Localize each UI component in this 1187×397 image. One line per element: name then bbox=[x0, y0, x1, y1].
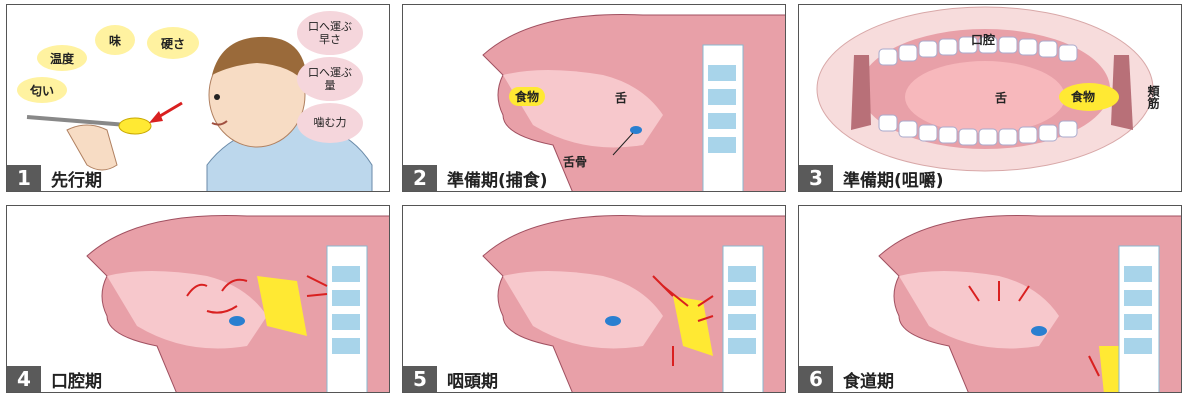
bubble-amount: 口へ運ぶ量 bbox=[297, 57, 363, 101]
head-cross-section bbox=[7, 206, 390, 393]
food-label: 食物 bbox=[1065, 87, 1101, 106]
caption: 4 口腔期 bbox=[7, 366, 389, 392]
stage-title: 口腔期 bbox=[51, 367, 102, 392]
tongue-label: 舌 bbox=[995, 89, 1007, 106]
caption: 1 先行期 bbox=[7, 165, 389, 191]
stage-number: 4 bbox=[7, 366, 41, 392]
bubble-temperature: 温度 bbox=[37, 45, 87, 71]
stage-number: 3 bbox=[799, 165, 833, 191]
panel-preparatory-intake: 食物 舌 舌骨 2 準備期(捕食) bbox=[402, 4, 786, 192]
head-cross-section bbox=[403, 5, 786, 192]
caption: 2 準備期(捕食) bbox=[403, 165, 785, 191]
bubble-bite-force: 噛む力 bbox=[297, 103, 363, 143]
panel-oral-stage: 4 口腔期 bbox=[6, 205, 390, 393]
panel-pharyngeal-stage: 5 咽頭期 bbox=[402, 205, 786, 393]
caption: 3 準備期(咀嚼) bbox=[799, 165, 1181, 191]
stage-number: 5 bbox=[403, 366, 437, 392]
stage-number: 1 bbox=[7, 165, 41, 191]
bubble-hardness: 硬さ bbox=[147, 27, 199, 59]
stage-number: 2 bbox=[403, 165, 437, 191]
stage-title: 食道期 bbox=[843, 367, 894, 392]
oral-cavity-label: 口腔 bbox=[971, 31, 995, 48]
caption: 6 食道期 bbox=[799, 366, 1181, 392]
buccinator-label: 頬筋 bbox=[1145, 85, 1162, 109]
head-cross-section bbox=[403, 206, 786, 393]
bubble-smell: 匂い bbox=[17, 77, 67, 103]
stage-title: 準備期(咀嚼) bbox=[843, 166, 944, 191]
stage-title: 準備期(捕食) bbox=[447, 166, 548, 191]
tongue-label: 舌 bbox=[615, 89, 627, 106]
stage-title: 咽頭期 bbox=[447, 367, 498, 392]
food-label: 食物 bbox=[509, 87, 545, 106]
panel-preparatory-chewing: 口腔 舌 食物 頬筋 3 準備期(咀嚼) bbox=[798, 4, 1182, 192]
panel-anticipatory-stage: 匂い 温度 味 硬さ 口へ運ぶ早さ 口へ運ぶ量 噛む力 1 先行期 bbox=[6, 4, 390, 192]
bubble-taste: 味 bbox=[95, 25, 135, 55]
stage-title: 先行期 bbox=[51, 166, 102, 191]
bubble-speed: 口へ運ぶ早さ bbox=[297, 11, 363, 55]
head-cross-section bbox=[799, 206, 1182, 393]
panel-esophageal-stage: 6 食道期 bbox=[798, 205, 1182, 393]
caption: 5 咽頭期 bbox=[403, 366, 785, 392]
stage-number: 6 bbox=[799, 366, 833, 392]
